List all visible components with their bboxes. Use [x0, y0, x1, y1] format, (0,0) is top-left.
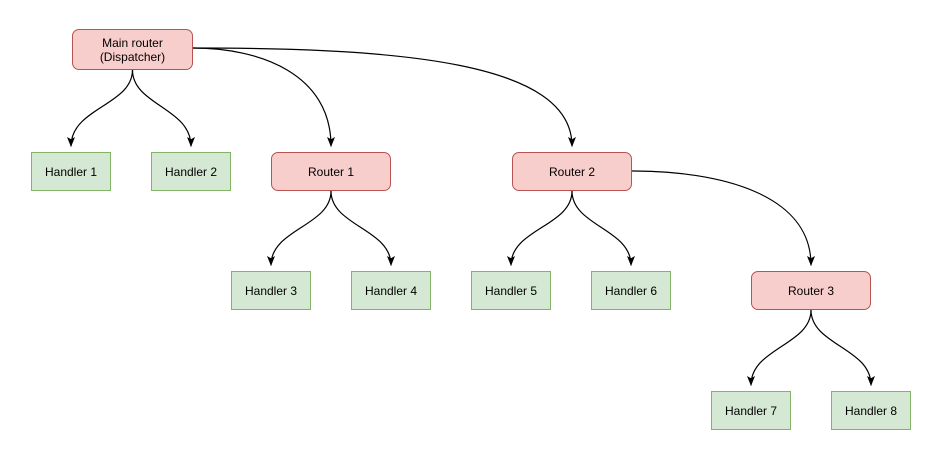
node-main-router[interactable]: Main router (Dispatcher) [72, 29, 193, 70]
edges-group [67, 47, 875, 386]
node-label-handler-3: Handler 3 [244, 283, 298, 298]
node-label-router-2: Router 2 [548, 164, 596, 179]
node-handler-5[interactable]: Handler 5 [471, 271, 551, 310]
node-handler-4[interactable]: Handler 4 [351, 271, 431, 310]
node-handler-6[interactable]: Handler 6 [591, 271, 671, 310]
node-handler-7[interactable]: Handler 7 [711, 391, 791, 430]
edge-main-to-handler-1 [67, 69, 134, 147]
edge-router-2-to-handler-6 [571, 190, 635, 266]
node-label-handler-5: Handler 5 [484, 283, 538, 298]
edge-router-3-to-handler-7 [747, 309, 812, 386]
node-label-handler-4: Handler 4 [364, 283, 418, 298]
node-label-handler-8: Handler 8 [844, 403, 898, 418]
edge-router-1-to-handler-4 [330, 190, 395, 266]
edge-router-2-to-handler-5 [507, 190, 573, 266]
edge-router-2-to-router-3 [631, 170, 815, 266]
node-label-router-1: Router 1 [307, 164, 355, 179]
node-label-handler-6: Handler 6 [604, 283, 658, 298]
edge-main-to-handler-2 [131, 69, 195, 147]
node-handler-3[interactable]: Handler 3 [231, 271, 311, 310]
edge-main-to-router-2 [192, 47, 576, 147]
node-label-handler-7: Handler 7 [724, 403, 778, 418]
node-router-2[interactable]: Router 2 [512, 152, 632, 191]
node-handler-1[interactable]: Handler 1 [31, 152, 111, 191]
edge-main-to-router-1 [192, 47, 335, 147]
node-label-router-3: Router 3 [787, 283, 835, 298]
node-label-handler-1: Handler 1 [44, 164, 98, 179]
node-label-handler-2: Handler 2 [164, 164, 218, 179]
edge-router-3-to-handler-8 [810, 309, 875, 386]
node-handler-8[interactable]: Handler 8 [831, 391, 911, 430]
node-handler-2[interactable]: Handler 2 [151, 152, 231, 191]
edge-router-1-to-handler-3 [267, 190, 332, 266]
node-router-1[interactable]: Router 1 [271, 152, 391, 191]
node-label-main-router: Main router (Dispatcher) [99, 35, 166, 64]
node-router-3[interactable]: Router 3 [751, 271, 871, 310]
